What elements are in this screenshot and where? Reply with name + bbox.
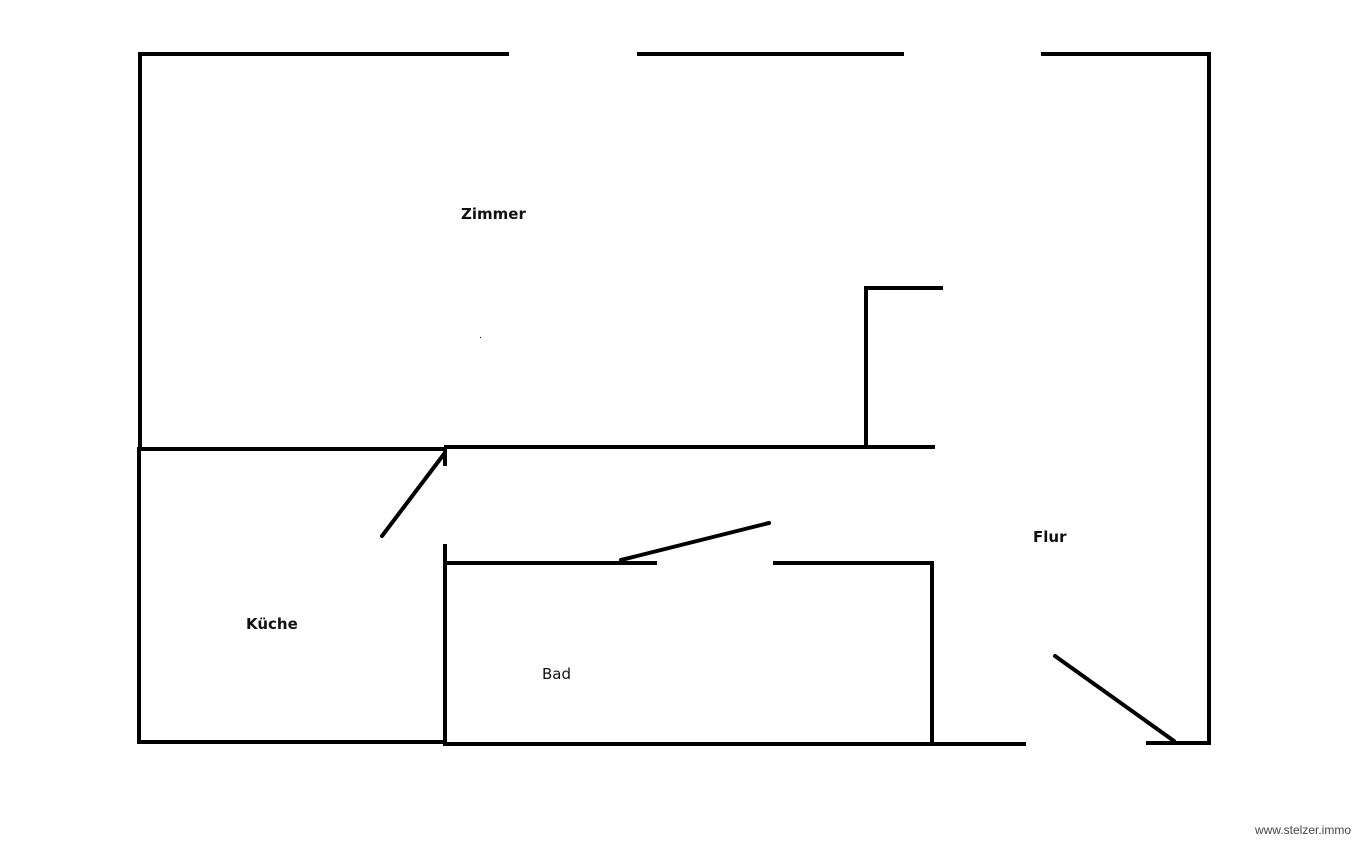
kitchen-door [380,452,446,538]
outer-walls [137,52,1211,746]
room-label-kueche: Küche [246,615,298,633]
stray-mark [480,337,481,338]
doors [380,452,1176,743]
room-label-flur: Flur [1033,528,1067,546]
entrance-door [1053,654,1176,743]
room-label-zimmer: Zimmer [461,205,526,223]
interior-walls [137,286,943,746]
room-label-bad: Bad [542,665,571,683]
watermark-text: www.stelzer.immo [1254,823,1351,837]
bath-door [619,521,771,562]
